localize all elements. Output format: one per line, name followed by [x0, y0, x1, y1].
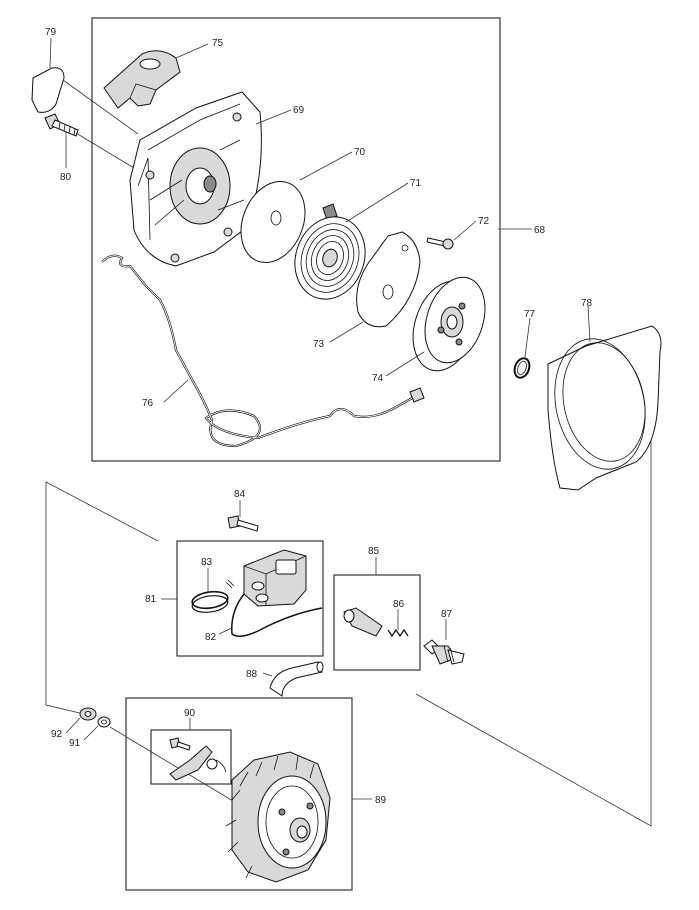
callout-89: 89 [375, 795, 387, 806]
callout-70: 70 [354, 147, 366, 158]
part-78-fan-cover-plate [547, 325, 662, 491]
ignition-coil-assembly-frame [176, 540, 324, 657]
part-89-flywheel [225, 751, 331, 883]
part-85-plug-cap [343, 607, 383, 637]
part-92-nut [79, 707, 97, 721]
part-82-high-tension-cord [231, 593, 323, 637]
callout-90: 90 [184, 708, 196, 719]
callout-80: 80 [60, 172, 72, 183]
callout-68: 68 [534, 225, 546, 236]
part-74-rope-pulley [412, 276, 486, 372]
callout-77: 77 [524, 309, 536, 320]
part-71-recoil-spring [294, 216, 366, 300]
leader-line-left-bracket [45, 481, 159, 715]
callout-73: 73 [313, 339, 325, 350]
part-72-screw [426, 237, 454, 250]
part-75-starter-handle [103, 50, 181, 109]
callout-87: 87 [441, 609, 453, 620]
callout-74: 74 [372, 373, 384, 384]
callout-92: 92 [51, 729, 63, 740]
leader-line-washer-to-flywheel [109, 726, 239, 805]
part-91-washer [97, 716, 111, 728]
callout-69: 69 [293, 105, 305, 116]
part-88-hose [269, 661, 324, 697]
callout-75: 75 [212, 38, 224, 49]
part-73-spring-cover [356, 231, 421, 328]
pawl-set-frame [150, 729, 232, 785]
part-77-snap-ring [513, 357, 531, 379]
callout-79: 79 [45, 27, 57, 38]
callout-71: 71 [410, 178, 422, 189]
callout-leaders [49, 37, 591, 800]
part-80-bolt [44, 113, 79, 137]
part-76-starter-rope [101, 254, 425, 448]
callout-91: 91 [69, 738, 81, 749]
callout-88: 88 [246, 669, 258, 680]
spark-plug-cap-assembly-frame [333, 574, 421, 671]
part-70-washer-plate [240, 180, 338, 264]
callout-85: 85 [368, 546, 380, 557]
flywheel-assembly-frame [125, 697, 353, 891]
leader-line-right-bracket [415, 419, 652, 827]
callout-86: 86 [393, 599, 405, 610]
callout-84: 84 [234, 489, 246, 500]
callout-76: 76 [142, 398, 154, 409]
callout-82: 82 [205, 632, 217, 643]
part-81-ignition-coil [243, 549, 307, 607]
part-84-screw [227, 515, 259, 532]
recoil-starter-assembly-frame [91, 17, 501, 462]
part-90-pawl-set [169, 737, 227, 781]
callout-83: 83 [201, 557, 213, 568]
part-87-spark-plug [423, 639, 465, 665]
callout-81: 81 [145, 594, 157, 605]
callout-72: 72 [478, 216, 490, 227]
part-79-plate [31, 67, 65, 113]
part-86-spring [387, 628, 409, 638]
part-83-coil-wire [191, 579, 235, 613]
callout-78: 78 [581, 298, 593, 309]
